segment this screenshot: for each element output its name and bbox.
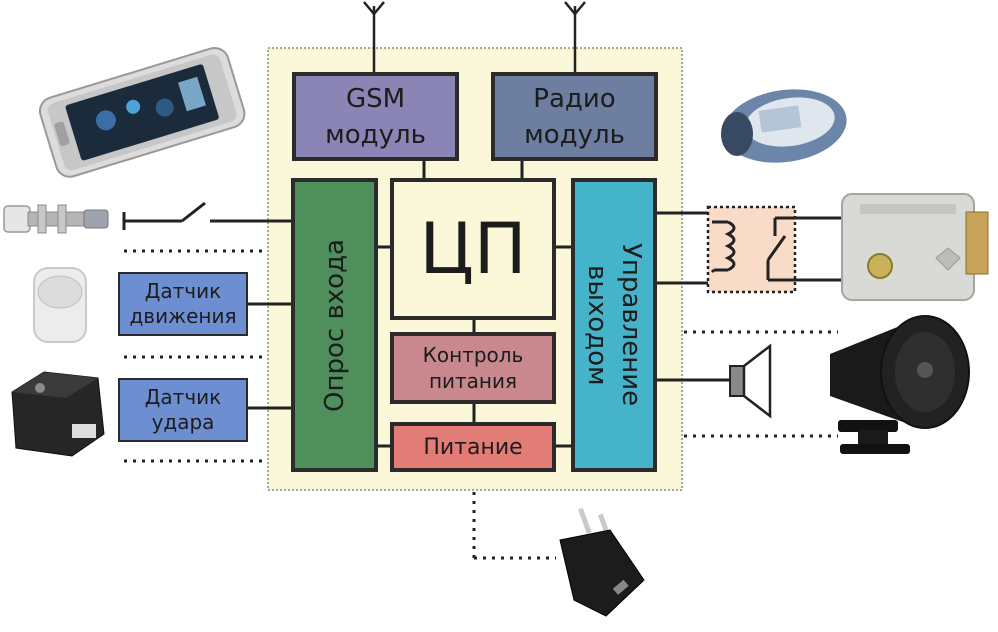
output-control-label: Управление выходом: [582, 243, 646, 407]
gsm-antenna-icon: [363, 1, 385, 72]
power-control-block: Контроль питания: [390, 332, 556, 404]
power-label: Питание: [423, 434, 523, 460]
radio-module-label: Радио модуль: [524, 83, 625, 150]
key-fob-remote-icon: [721, 89, 847, 163]
siren-horn-icon: [830, 315, 970, 454]
shock-sensor-box-icon: [11, 371, 105, 457]
radio-module-block: Радио модуль: [491, 72, 658, 161]
power-block: Питание: [390, 422, 556, 472]
cpu-block: ЦП: [390, 178, 556, 320]
motion-sensor-label: Датчик движения: [129, 279, 237, 328]
mobile-phone-icon: [38, 46, 246, 178]
power-adapter-icon: [559, 507, 645, 617]
switch-input-line: [122, 201, 292, 230]
cpu-label: ЦП: [419, 208, 527, 290]
spare-input-lines: [124, 249, 266, 463]
relay-icon: [706, 205, 797, 294]
door-sensor-probe-icon: [3, 204, 109, 234]
electric-lock-icon: [841, 193, 989, 301]
input-poll-label: Опрос входа: [319, 238, 350, 412]
motion-sensor-block: Датчик движения: [118, 272, 248, 336]
input-poll-block: Опрос входа: [291, 178, 378, 472]
output-control-block: Управление выходом: [571, 178, 657, 472]
shock-sensor-label: Датчик удара: [144, 385, 222, 434]
speaker-icon: [729, 343, 772, 419]
motion-detector-icon: [33, 267, 87, 343]
power-control-label: Контроль питания: [422, 343, 524, 393]
radio-antenna-icon: [564, 1, 586, 72]
gsm-module-label: GSM модуль: [325, 83, 426, 150]
gsm-module-block: GSM модуль: [292, 72, 459, 161]
spare-output-lines: [684, 330, 838, 438]
shock-sensor-block: Датчик удара: [118, 378, 248, 442]
adapter-line: [472, 492, 556, 560]
